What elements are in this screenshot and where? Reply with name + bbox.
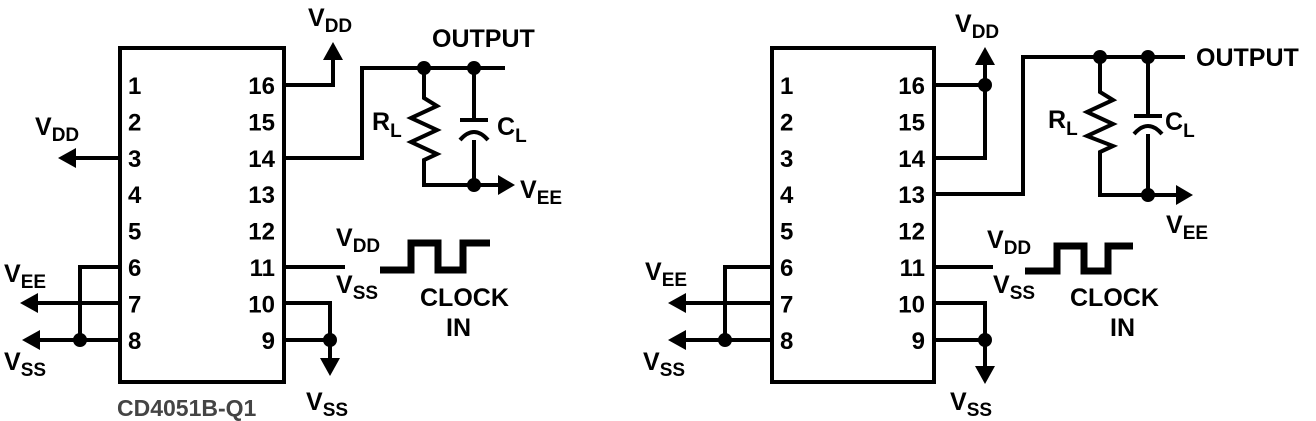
wire-pins-6-7-8 (34, 265, 120, 342)
part-number-label: CD4051B-Q1 (117, 395, 257, 421)
wire-pins-10-9-vss (934, 301, 987, 368)
capacitor-curved-plate (1132, 124, 1164, 136)
arrow-left-icon (22, 330, 40, 350)
pin-number: 3 (128, 146, 141, 173)
arrow-right-icon (498, 175, 515, 195)
pin-number: 12 (248, 219, 275, 246)
capacitor-curved-plate (458, 130, 490, 142)
vee-label: VEE (1166, 211, 1208, 244)
pin-number: 3 (780, 146, 793, 173)
arrow-right-icon (1176, 185, 1193, 205)
cl-label: CL (1165, 108, 1195, 142)
rl-label: RL (1048, 106, 1078, 140)
arrow-up-icon (975, 47, 995, 65)
wire-pins-10-9-vss (284, 301, 332, 360)
arrow-left-icon (58, 148, 76, 168)
load-capacitor (460, 68, 488, 185)
cl-label: CL (497, 113, 527, 147)
vss-label: VSS (950, 388, 992, 421)
junction-dot (467, 178, 481, 192)
junction-dot (978, 333, 992, 347)
arrow-down-icon (320, 358, 340, 376)
pin-number: 1 (128, 73, 141, 100)
pin-number: 7 (780, 291, 793, 318)
wire-pins-6-7-8 (682, 265, 772, 342)
load-resistor (1081, 57, 1180, 197)
ic-package (118, 46, 286, 384)
clock-label: CLOCK (420, 284, 509, 312)
clock-square-wave (1025, 242, 1133, 275)
junction-dot (73, 333, 87, 347)
ic-package (770, 46, 936, 384)
clock-vss-label: VSS (336, 271, 378, 304)
wire-pin14-output (284, 66, 505, 160)
junction-dot (323, 333, 337, 347)
junction-dot (718, 333, 732, 347)
pin-number: 8 (128, 328, 141, 355)
vdd-label: VDD (35, 113, 79, 146)
pin-number: 15 (898, 109, 925, 136)
clock-vdd-label: VDD (987, 226, 1031, 259)
pin-number: 4 (128, 182, 142, 209)
pin-number: 14 (898, 146, 925, 173)
vee-label: VEE (645, 258, 687, 291)
junction-dot (978, 78, 992, 92)
pin-number: 11 (900, 255, 925, 282)
clock-vss-label: VSS (993, 271, 1035, 304)
in-label: IN (1110, 314, 1135, 342)
output-label: OUTPUT (1196, 44, 1299, 72)
clock-square-wave (380, 239, 490, 274)
pin-number: 13 (248, 182, 275, 209)
pin-number: 8 (780, 328, 793, 355)
pin-number: 10 (898, 291, 925, 318)
pin-number: 5 (128, 219, 141, 246)
pin-number: 16 (898, 73, 925, 100)
pin-number: 9 (262, 328, 275, 355)
pin-number: 11 (250, 255, 275, 282)
pin-number: 6 (780, 255, 793, 282)
vss-label: VSS (4, 348, 46, 381)
rl-label: RL (372, 108, 402, 142)
arrow-left-icon (668, 293, 686, 313)
pin-number: 2 (128, 109, 141, 136)
pin-number: 15 (248, 109, 275, 136)
vss-label: VSS (306, 388, 348, 421)
wire-pins-16-14-vdd (934, 62, 987, 160)
pin-number: 5 (780, 219, 793, 246)
clock-label: CLOCK (1070, 284, 1159, 312)
arrow-left-icon (20, 293, 38, 313)
junction-dot (1141, 188, 1155, 202)
pin-number: 12 (898, 219, 925, 246)
pin-number: 2 (780, 109, 793, 136)
pin-number: 13 (898, 182, 925, 209)
pin-number: 1 (780, 73, 793, 100)
clock-vdd-label: VDD (336, 224, 380, 257)
load-capacitor (1134, 57, 1162, 195)
wire-pin16-vdd (284, 58, 335, 87)
pin-number: 14 (248, 146, 275, 173)
arrow-left-icon (668, 330, 686, 350)
pin-number: 10 (248, 291, 275, 318)
pin-number: 9 (912, 328, 925, 355)
vdd-label: VDD (308, 4, 352, 37)
pin-number: 4 (780, 182, 794, 209)
arrow-down-icon (975, 366, 995, 384)
vee-label: VEE (520, 176, 562, 209)
arrow-up-icon (323, 42, 343, 60)
output-label: OUTPUT (432, 25, 535, 53)
pin-number: 7 (128, 291, 141, 318)
in-label: IN (446, 314, 471, 342)
pin-number: 6 (128, 255, 141, 282)
vss-label: VSS (643, 348, 685, 381)
vdd-label: VDD (955, 10, 999, 43)
vee-label: VEE (4, 260, 46, 293)
load-resistor (406, 68, 505, 187)
pin-number: 16 (248, 73, 275, 100)
